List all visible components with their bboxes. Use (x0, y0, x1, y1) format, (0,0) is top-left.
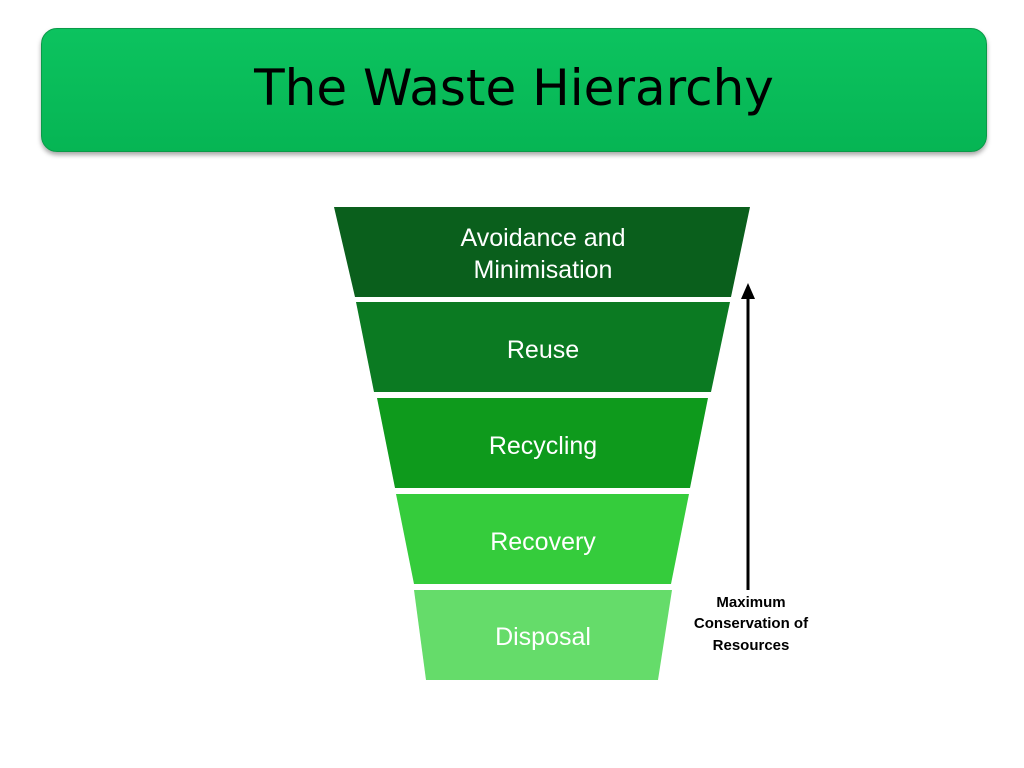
tier-shape (356, 302, 730, 392)
tier-recovery: Recovery (396, 494, 689, 584)
slide-title: The Waste Hierarchy (254, 59, 774, 117)
tier-label: Recycling (489, 432, 597, 460)
tier-shape (396, 494, 689, 584)
arrow-head-icon (741, 283, 755, 299)
tier-reuse: Reuse (356, 302, 730, 392)
conservation-arrow (741, 283, 755, 590)
tier-recycling: Recycling (377, 398, 708, 488)
tier-shape (377, 398, 708, 488)
tier-shape (414, 590, 672, 680)
tier-label-line2: Minimisation (474, 256, 613, 284)
arrow-label-line1: Maximum (716, 594, 785, 611)
tier-label: Recovery (490, 528, 596, 556)
tier-label: Disposal (495, 623, 591, 651)
title-banner: The Waste Hierarchy (41, 28, 987, 152)
tier-disposal: Disposal (414, 590, 672, 680)
tier-shape (334, 207, 750, 297)
arrow-label-line3: Resources (713, 637, 790, 654)
arrow-label-line2: Conservation of (694, 615, 809, 632)
tier-avoidance: Avoidance and Minimisation (334, 207, 750, 297)
tier-label: Reuse (507, 336, 579, 364)
tier-label-line1: Avoidance and (461, 224, 626, 252)
